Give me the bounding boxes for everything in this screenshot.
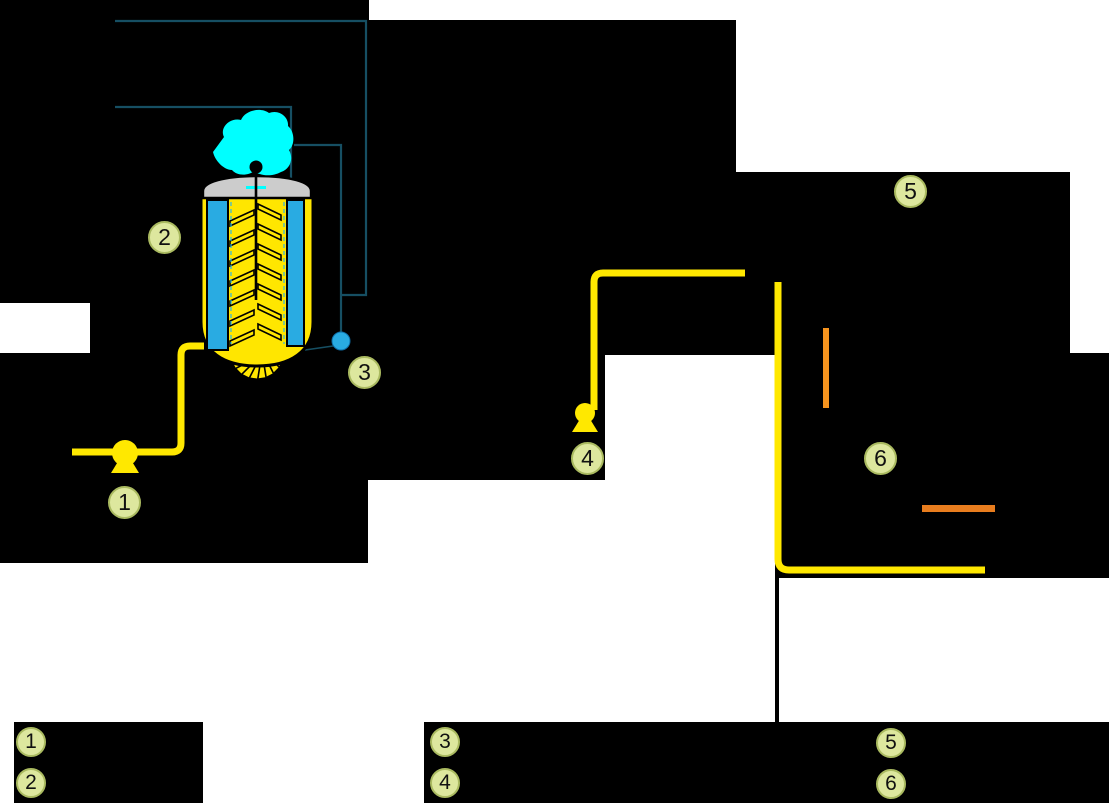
legend-band-gap-left [0, 722, 14, 803]
marker-2-label: 2 [158, 224, 171, 250]
white-panel-right-bottom [779, 578, 1109, 722]
white-panel-center-bottom [368, 480, 775, 722]
white-panel-middle [605, 355, 775, 480]
marker-5: 5 [894, 175, 927, 208]
baffle-plates-right [257, 202, 282, 342]
legend-marker-2-label: 2 [25, 771, 37, 794]
sparger-ball-icon [331, 331, 351, 351]
marker-3-label: 3 [358, 359, 371, 385]
sparger-connection-line [304, 345, 334, 351]
cloud-shape [213, 109, 294, 176]
marker-1-label: 1 [118, 489, 131, 515]
white-panel-left-bottom [0, 563, 368, 722]
legend-marker-5: 5 [876, 728, 906, 758]
white-panel-top-right [736, 0, 1109, 172]
pump-icon-1 [111, 440, 139, 473]
inlet-line [115, 105, 293, 196]
foam-cloud-icon [213, 109, 294, 300]
marker-6: 6 [864, 442, 897, 475]
marker-4: 4 [571, 442, 604, 475]
transfer-pipe-3 [774, 282, 985, 574]
baffle-plates-left [229, 208, 255, 348]
gas-line-circuit [115, 19, 368, 351]
cooling-jacket-bar-right [286, 199, 305, 347]
transfer-pipe-2 [590, 269, 745, 410]
heater-bar-vertical-icon [823, 328, 829, 408]
white-panel-top-strip [369, 0, 736, 20]
pump-icon-2 [572, 403, 598, 432]
exhaust-line [294, 143, 343, 333]
feed-pipe-1 [72, 342, 204, 456]
marker-3: 3 [348, 356, 381, 389]
legend-marker-6: 6 [876, 769, 906, 799]
product-piping [72, 269, 985, 574]
legend-marker-5-label: 5 [885, 731, 897, 754]
legend-marker-6-label: 6 [885, 772, 897, 795]
legend-marker-1-label: 1 [25, 730, 37, 753]
legend-marker-3: 3 [430, 727, 460, 757]
legend-band-gap-middle [203, 722, 424, 803]
legend-marker-4: 4 [430, 768, 460, 798]
marker-1: 1 [108, 486, 141, 519]
white-panel-right-column [1070, 172, 1109, 353]
air-supply-line [115, 19, 368, 297]
legend-marker-4-label: 4 [439, 771, 451, 794]
marker-2: 2 [148, 221, 181, 254]
marker-5-label: 5 [904, 178, 917, 204]
level-dashed-lines [230, 202, 285, 344]
legend-marker-1: 1 [16, 727, 46, 757]
marker-4-label: 4 [581, 445, 594, 471]
legend-marker-3-label: 3 [439, 730, 451, 753]
cooling-jacket-bar-left [206, 199, 229, 351]
white-panel-left-small [0, 303, 90, 353]
legend-marker-2: 2 [16, 768, 46, 798]
marker-6-label: 6 [874, 445, 887, 471]
heater-bar-horizontal-icon [922, 505, 995, 512]
